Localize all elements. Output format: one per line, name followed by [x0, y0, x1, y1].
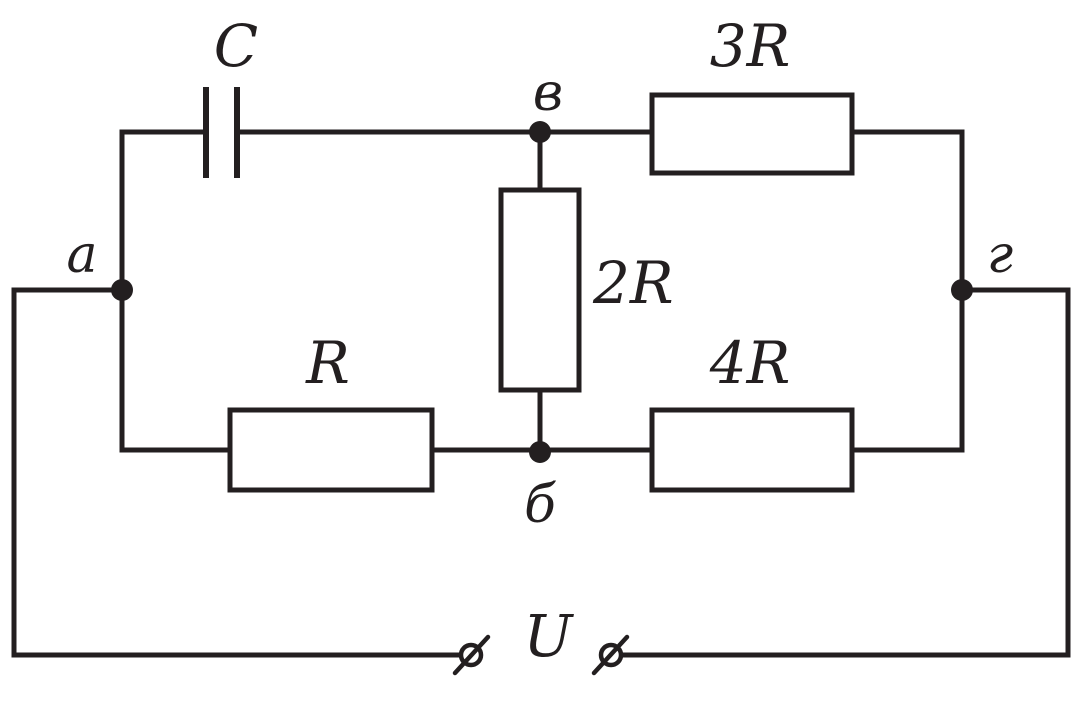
node-b-label: б: [524, 475, 556, 535]
terminal-left-slash: [452, 634, 491, 676]
resistor-2r-label: 2R: [592, 249, 674, 317]
node-v-label: в: [533, 63, 563, 123]
capacitor: [203, 87, 240, 178]
wire-a-to-capacitor: [119, 129, 209, 293]
wire-3r-to-g: [849, 129, 965, 293]
node-a-dot: [111, 279, 133, 301]
terminal-right-slash: [591, 634, 630, 676]
resistor-4r: [649, 407, 855, 493]
wire-a-to-r: [119, 287, 233, 453]
wire-4r-to-g: [849, 287, 965, 453]
terminal-left: [452, 634, 491, 676]
node-b-dot: [529, 441, 551, 463]
resistor-4r-label: 4R: [709, 329, 791, 397]
resistor-r: [227, 407, 435, 493]
resistor-r-label: R: [305, 329, 350, 397]
terminal-right: [591, 634, 630, 676]
wire-a-to-left-terminal: [11, 287, 469, 658]
capacitor-label: C: [214, 12, 258, 80]
node-a-label: а: [66, 225, 97, 285]
node-g-dot: [951, 279, 973, 301]
wire-g-to-right-terminal: [611, 287, 1071, 658]
node-g-label: г: [987, 225, 1013, 285]
voltage-label: U: [524, 602, 575, 670]
resistor-3r: [649, 92, 855, 176]
wires: [11, 129, 1071, 658]
resistor-2r: [498, 187, 582, 393]
node-v-dot: [529, 121, 551, 143]
resistor-3r-label: 3R: [710, 12, 791, 80]
